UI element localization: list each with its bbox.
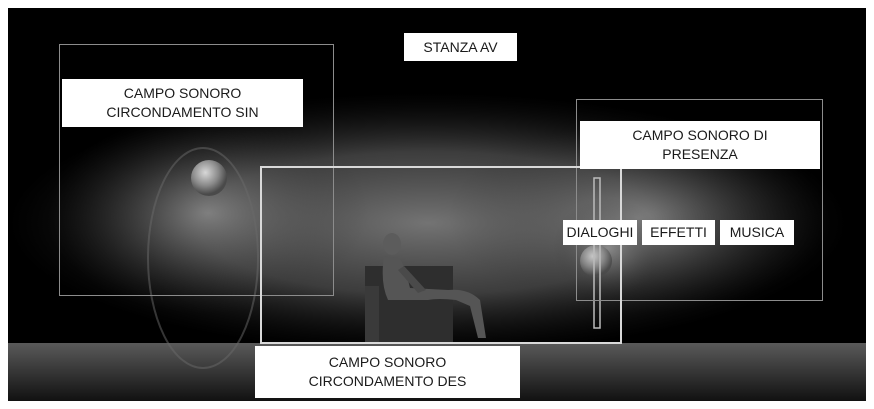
seated-listener [365, 233, 486, 342]
surround-left-field-frame [59, 44, 334, 296]
left-field-ring [147, 147, 259, 369]
surround-right-label: CAMPO SONORO CIRCONDAMENTO DES [255, 346, 520, 398]
av-room-scene: STANZA AV CAMPO SONORO CIRCONDAMENTO SIN… [8, 8, 866, 401]
presence-field-frame [576, 99, 823, 301]
front-screen [593, 177, 601, 329]
surround-right-field-frame [260, 166, 622, 344]
channel-dialoghi: DIALOGHI [563, 220, 637, 245]
presence-label: CAMPO SONORO DI PRESENZA [580, 121, 820, 169]
surround-left-speaker [191, 160, 227, 196]
front-speaker [580, 245, 612, 277]
channel-musica: MUSICA [720, 220, 794, 245]
left-field-haze [48, 113, 368, 313]
channel-effetti: EFFETTI [642, 220, 715, 245]
surround-left-label: CAMPO SONORO CIRCONDAMENTO SIN [62, 79, 303, 127]
room-title: STANZA AV [404, 33, 517, 61]
